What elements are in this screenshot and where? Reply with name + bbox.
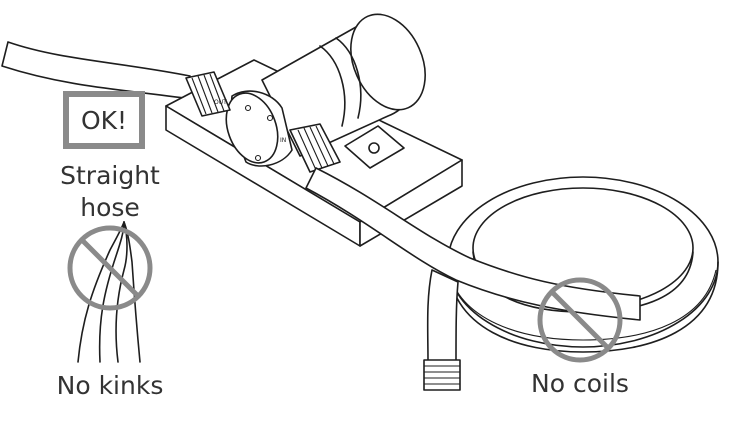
straight-caption-line1: Straight — [60, 161, 160, 190]
mounting-bracket — [344, 125, 405, 169]
no-coils-caption: No coils — [531, 369, 629, 398]
inlet-hose — [305, 167, 641, 321]
ok-label: OK! — [80, 105, 128, 135]
pump-motor — [261, 13, 426, 157]
in-port-fitting: IN — [280, 123, 341, 173]
hose-end — [423, 269, 461, 391]
prohibition-sign-icon — [537, 277, 623, 363]
port-out-label: OUT — [214, 99, 227, 106]
straight-hose-caption: Straight hose — [52, 162, 168, 222]
straight-caption-line2: hose — [80, 193, 140, 222]
prohibition-sign-icon — [67, 225, 153, 311]
kinked-hose-illustration — [67, 221, 153, 363]
out-port-fitting: OUT — [185, 71, 231, 117]
ok-badge: OK! — [63, 91, 145, 149]
pump-head — [225, 90, 293, 167]
no-coils-sign — [537, 277, 623, 363]
port-in-label: IN — [280, 137, 286, 144]
no-kinks-caption: No kinks — [56, 371, 164, 400]
